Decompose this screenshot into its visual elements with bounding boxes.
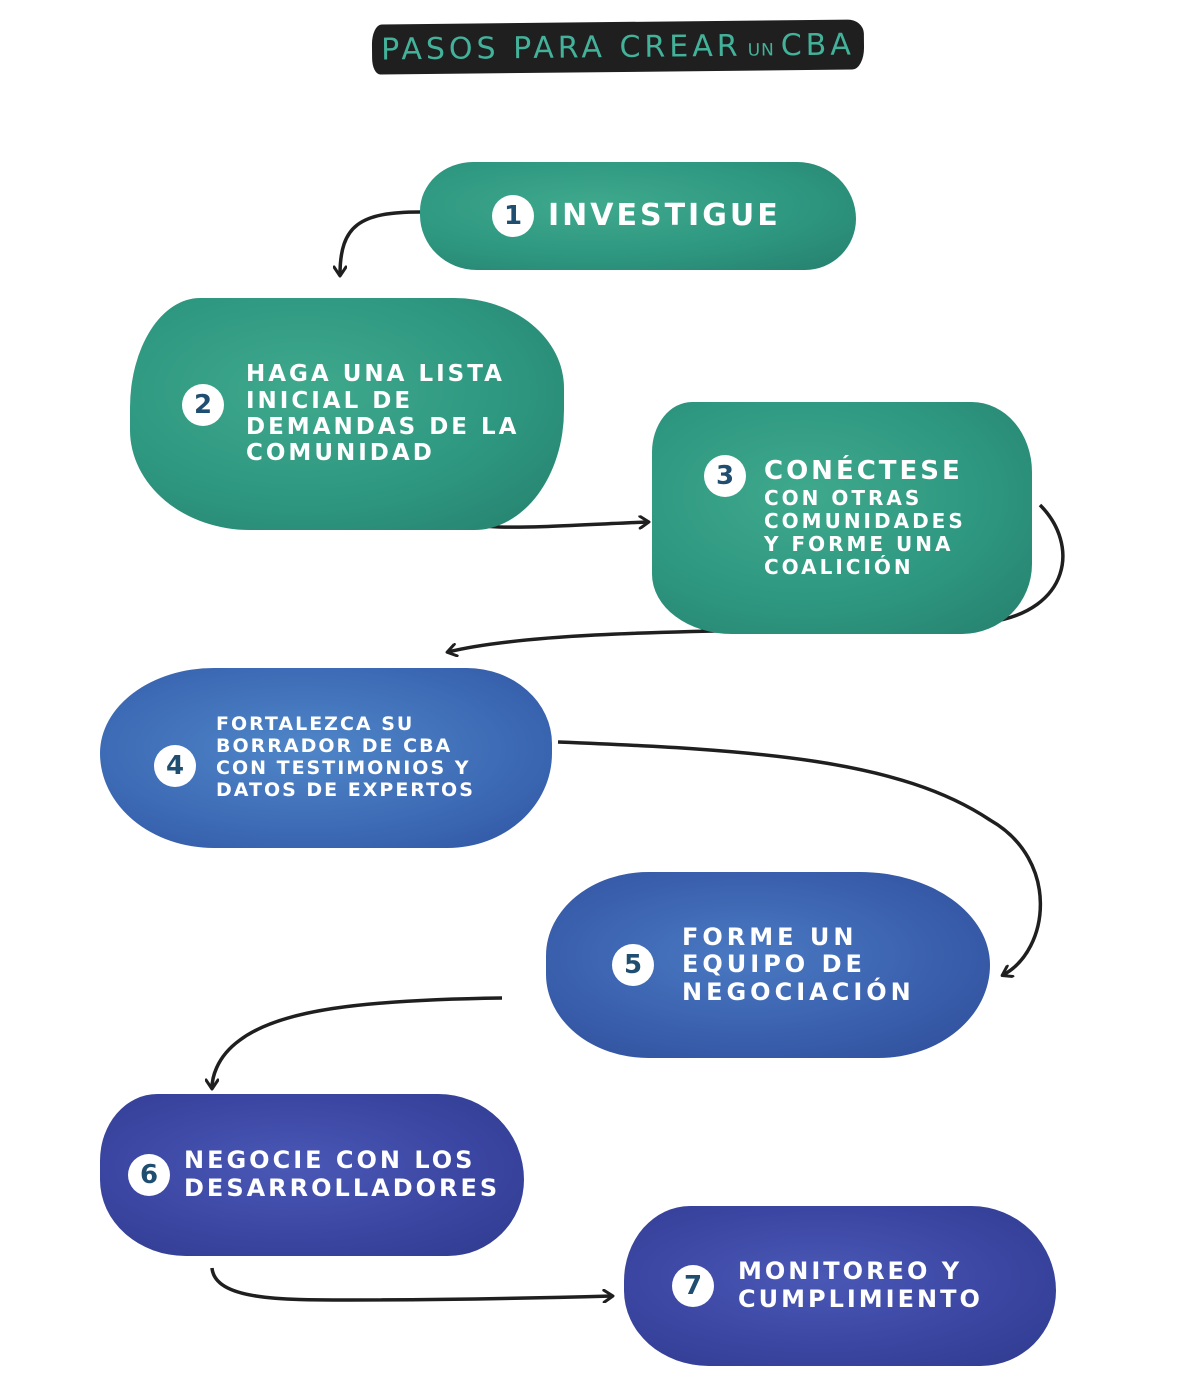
step-6-text: NEGOCIE con los DESARROLLADORES — [184, 1147, 500, 1202]
step-7-line-2: CUMPLIMIENTO — [738, 1285, 983, 1313]
step-1-text: INVESTIGUE — [548, 197, 781, 234]
arrow-6-to-7 — [210, 1267, 612, 1300]
arrow-1-to-2 — [340, 210, 421, 275]
step-3-line-2: CON OTRAS — [764, 485, 923, 510]
step-3-line-4: Y FORME una — [764, 531, 954, 556]
step-3-line-1: CONÉCTESE — [764, 456, 963, 487]
arrow-5-to-6 — [212, 996, 503, 1088]
step-5-line-2: EQUIPO de — [682, 950, 866, 979]
step-3-number: 3 — [704, 455, 746, 497]
step-4-line-2: BORRADOR de CBA — [216, 735, 453, 758]
step-3-text: CONÉCTESE CON OTRAS COMUNIDADES Y FORME … — [764, 456, 966, 579]
step-6-number: 6 — [128, 1154, 170, 1196]
step-1-number: 1 — [492, 195, 534, 237]
step-2-line-3: DEMANDAS de la — [246, 414, 520, 440]
step-5-box: 5 FORME un EQUIPO de NEGOCIACIÓN — [546, 872, 990, 1058]
step-2-line-1: HAGA una LISTA — [246, 361, 505, 388]
step-5-line-1: FORME un — [682, 922, 858, 951]
step-4-box: 4 FORTALEZCA SU BORRADOR de CBA CON TEST… — [100, 668, 552, 848]
step-3-line-5: COALICIÓN — [764, 554, 914, 579]
step-5-number: 5 — [612, 944, 654, 986]
step-4-line-3: CON TESTIMONIOS Y — [216, 757, 471, 779]
step-1-line-1: INVESTIGUE — [548, 197, 781, 233]
step-2-text: HAGA una LISTA INICIAL de DEMANDAS de la… — [246, 361, 519, 467]
step-4-text: FORTALEZCA SU BORRADOR de CBA CON TESTIM… — [216, 713, 475, 801]
arrow-4-to-5 — [557, 740, 1043, 975]
step-4-line-4: DATOS de EXPERTOS — [216, 778, 475, 801]
step-2-box: 2 HAGA una LISTA INICIAL de DEMANDAS de … — [130, 298, 564, 530]
step-6-line-1: NEGOCIE con los — [184, 1146, 476, 1175]
step-7-line-1: MONITOREO y — [738, 1257, 963, 1286]
step-7-text: MONITOREO y CUMPLIMIENTO — [738, 1258, 983, 1313]
step-3-line-3: COMUNIDADES — [764, 508, 966, 533]
step-7-box: 7 MONITOREO y CUMPLIMIENTO — [624, 1206, 1056, 1366]
step-4-line-1: FORTALEZCA SU — [216, 713, 415, 736]
step-2-number: 2 — [182, 384, 224, 426]
step-5-text: FORME un EQUIPO de NEGOCIACIÓN — [682, 922, 915, 1007]
step-5-line-3: NEGOCIACIÓN — [682, 977, 915, 1006]
step-2-line-2: INICIAL de — [246, 387, 414, 414]
step-4-number: 4 — [154, 745, 196, 787]
step-1-box: 1 INVESTIGUE — [420, 162, 856, 270]
step-6-line-2: DESARROLLADORES — [184, 1174, 501, 1202]
step-3-box: 3 CONÉCTESE CON OTRAS COMUNIDADES Y FORM… — [652, 402, 1032, 634]
step-6-box: 6 NEGOCIE con los DESARROLLADORES — [100, 1094, 524, 1256]
step-2-line-4: COMUNIDAD — [246, 440, 435, 467]
step-7-number: 7 — [672, 1265, 714, 1307]
